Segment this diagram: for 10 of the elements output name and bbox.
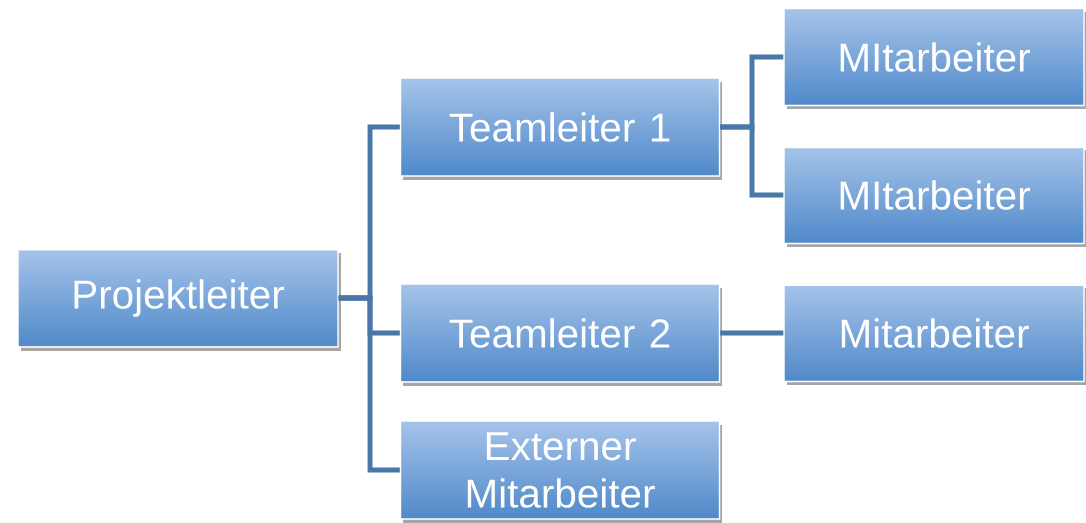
org-box: MItarbeiter xyxy=(783,145,1086,247)
org-box: Teamleiter 2 xyxy=(399,283,722,386)
org-box: Externer Mitarbeiter xyxy=(399,420,722,523)
org-box: Projektleiter xyxy=(17,248,341,352)
org-box: Mitarbeiter xyxy=(783,283,1086,385)
org-box: Teamleiter 1 xyxy=(399,77,722,180)
connector-line xyxy=(338,295,400,473)
org-box: MItarbeiter xyxy=(783,7,1086,109)
connector-line xyxy=(720,124,784,198)
connector-line xyxy=(720,330,784,336)
